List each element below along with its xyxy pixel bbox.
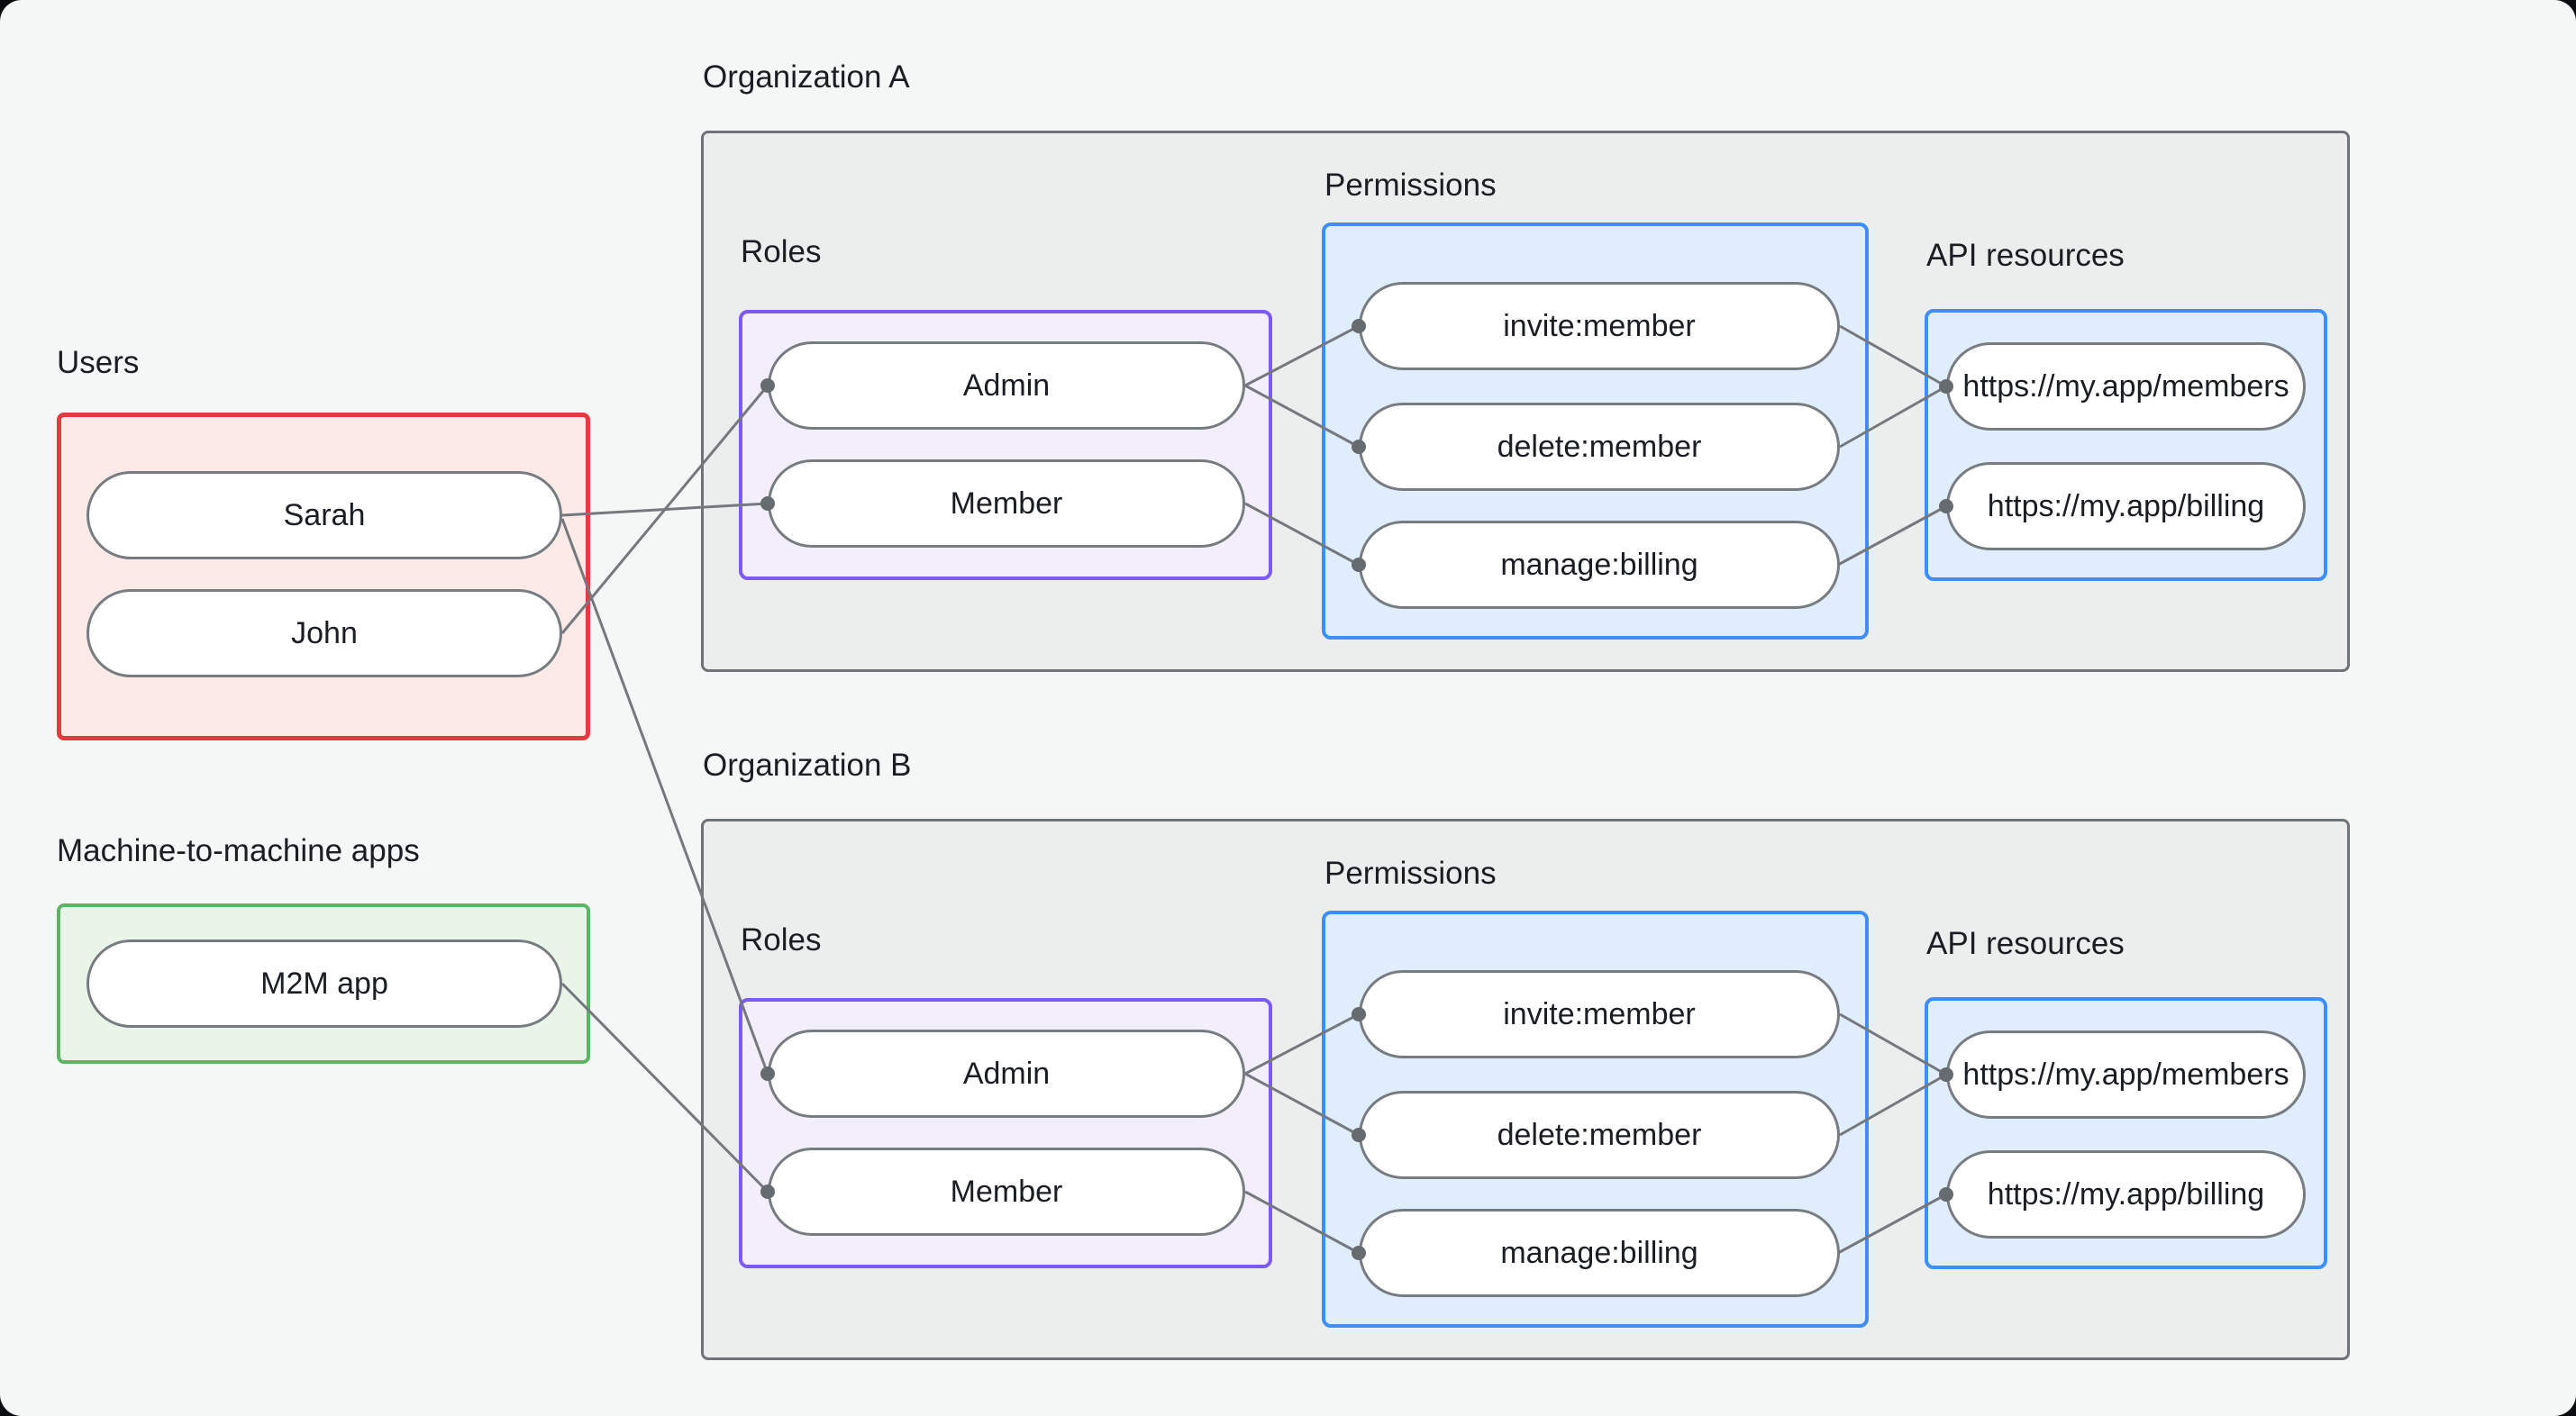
org-a-roles-label: Roles [741,234,822,269]
node-user-sarah: Sarah [86,471,562,559]
org-b-title: Organization B [703,748,912,783]
node-org-a-role-member: Member [768,459,1245,548]
m2m-section-label: Machine-to-machine apps [57,833,420,868]
node-org-b-api-billing: https://my.app/billing [1946,1150,2306,1239]
node-org-a-role-admin: Admin [768,341,1245,430]
org-a-api-resources-label: API resources [1926,238,2125,273]
node-user-john: John [86,589,562,677]
users-group-box [57,413,590,740]
node-org-a-perm-invite-member: invite:member [1359,282,1840,370]
node-org-b-perm-delete-member: delete:member [1359,1091,1840,1179]
org-a-title: Organization A [703,59,910,95]
org-a-permissions-label: Permissions [1324,168,1497,203]
org-b-permissions-label: Permissions [1324,856,1497,891]
node-org-a-perm-delete-member: delete:member [1359,403,1840,491]
node-org-b-perm-manage-billing: manage:billing [1359,1209,1840,1297]
node-org-b-role-member: Member [768,1148,1245,1236]
node-org-a-api-billing: https://my.app/billing [1946,462,2306,550]
node-m2m-app: M2M app [86,939,562,1028]
org-b-roles-label: Roles [741,922,822,958]
node-org-b-perm-invite-member: invite:member [1359,970,1840,1058]
node-org-a-api-members: https://my.app/members [1946,342,2306,431]
node-org-a-perm-manage-billing: manage:billing [1359,521,1840,609]
users-section-label: Users [57,345,140,380]
node-org-b-api-members: https://my.app/members [1946,1030,2306,1119]
node-org-b-role-admin: Admin [768,1030,1245,1118]
org-b-api-resources-label: API resources [1926,926,2125,961]
